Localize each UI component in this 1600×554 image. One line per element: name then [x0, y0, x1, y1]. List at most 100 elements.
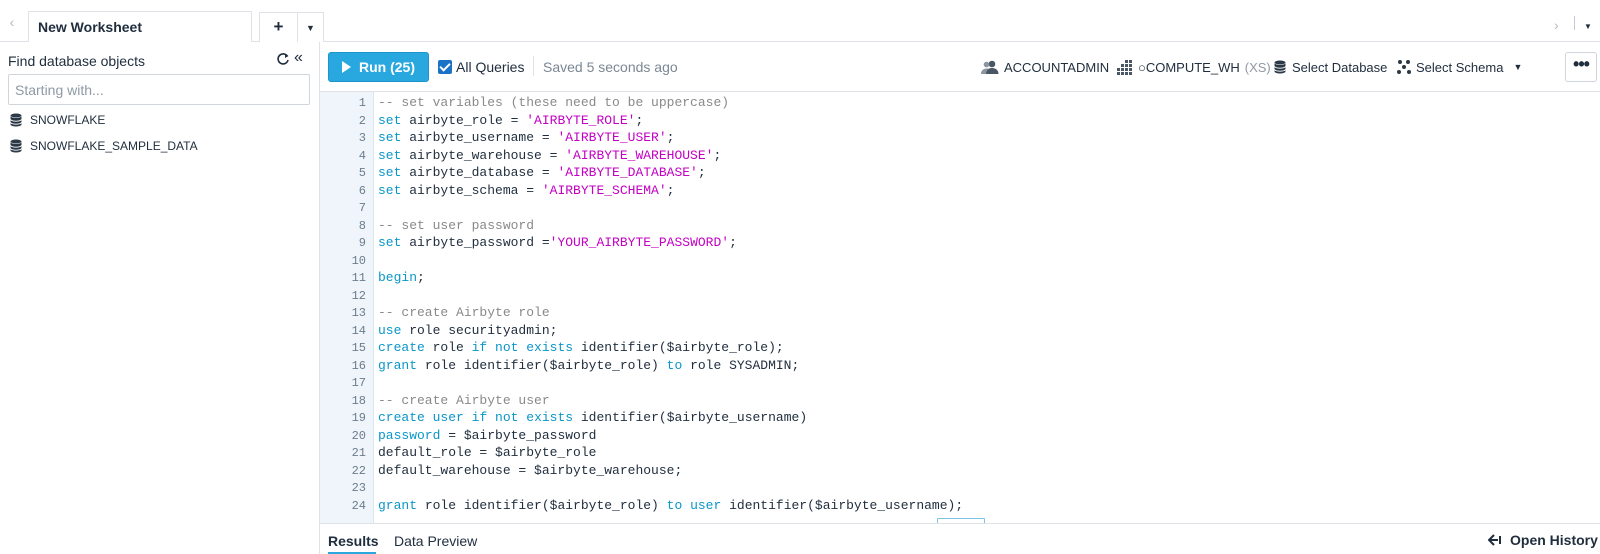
line-number: 11	[351, 271, 366, 285]
line-number: 14	[351, 323, 366, 338]
collapse-sidebar-icon[interactable]: «	[294, 49, 303, 66]
sql-keyword: grant	[378, 357, 418, 373]
sql-token: airbyte_role =	[401, 112, 527, 128]
code-text: set airbyte_database = 'AIRBYTE_DATABASE…	[378, 164, 706, 182]
sql-keyword: set	[378, 235, 402, 250]
tab-data-preview[interactable]: Data Preview	[394, 533, 478, 549]
sql-editor[interactable]: 1-- set variables (these need to be uppe…	[320, 92, 1600, 523]
sidebar-database-snowflake[interactable]: SNOWFLAKE	[8, 110, 105, 130]
warehouse-selector[interactable]: ○COMPUTE_WH (XS)	[1116, 59, 1271, 75]
sql-comment: -- create Airbyte role	[378, 305, 550, 320]
sql-token: role identifier($airbyte_role)	[417, 497, 667, 513]
sql-token: identifier($airbyte_username);	[721, 497, 964, 513]
code-line: 13 -- create Airbyte role	[320, 304, 1600, 322]
chevron-left-icon[interactable]: ‹	[9, 14, 15, 30]
sql-string: 'AIRBYTE_DATABASE'	[557, 165, 698, 180]
line-number: 6	[358, 183, 366, 198]
sql-token: default_warehouse = $airbyte_warehouse;	[378, 462, 683, 478]
sql-keyword: create	[378, 410, 425, 425]
all-queries-checkbox[interactable]	[438, 60, 452, 74]
sql-token: ;	[729, 235, 737, 250]
saved-status: Saved 5 seconds ago	[543, 59, 678, 75]
sql-token: ;	[713, 147, 722, 163]
run-button[interactable]: Run (25)	[328, 52, 429, 82]
line-number: 15	[351, 341, 366, 355]
warehouse-label: ○COMPUTE_WH	[1138, 59, 1240, 75]
line-number: 21	[351, 446, 366, 460]
more-options-button[interactable]: •••	[1565, 52, 1597, 82]
find-objects-input[interactable]	[8, 74, 310, 105]
line-number: 5	[358, 166, 366, 180]
toolbar-divider	[533, 56, 534, 76]
tab-results[interactable]: Results	[328, 533, 379, 549]
worksheet-toolbar: Run (25) All Queries Saved 5 seconds ago…	[320, 42, 1600, 92]
code-text: set airbyte_schema = 'AIRBYTE_SCHEMA';	[378, 182, 674, 200]
sql-token	[425, 410, 433, 425]
sql-string: 'AIRBYTE_USER'	[557, 130, 667, 145]
sql-keyword: use	[378, 322, 402, 338]
role-label: ACCOUNTADMIN	[1004, 59, 1110, 75]
sql-token: airbyte_schema =	[401, 182, 542, 198]
tab-new-worksheet[interactable]: New Worksheet	[28, 11, 252, 42]
add-worksheet-button[interactable]: +	[259, 12, 297, 42]
line-number-gutter	[320, 92, 374, 523]
code-text: use role securityadmin;	[378, 322, 557, 340]
autocomplete-hint	[937, 518, 985, 523]
sidebar-title: Find database objects	[8, 53, 145, 69]
sql-keyword: if not exists	[471, 340, 574, 355]
sql-comment: -- set user password	[378, 217, 535, 233]
database-selector[interactable]: Select Database	[1272, 59, 1387, 75]
code-text: default_warehouse = $airbyte_warehouse;	[378, 462, 682, 480]
sql-keyword: begin	[378, 270, 418, 285]
run-button-label: Run (25)	[359, 59, 415, 75]
open-history-button[interactable]: Open History	[1488, 532, 1598, 548]
warehouse-grid-icon	[1117, 60, 1132, 75]
sql-keyword: grant	[378, 497, 418, 513]
role-selector[interactable]: ACCOUNTADMIN	[980, 59, 1109, 75]
sidebar-database-label: SNOWFLAKE_SAMPLE_DATA	[30, 139, 198, 153]
code-line: 14 use role securityadmin;	[320, 322, 1600, 340]
sidebar-database-snowflake-sample-data[interactable]: SNOWFLAKE_SAMPLE_DATA	[8, 136, 198, 156]
all-queries-toggle[interactable]: All Queries	[438, 59, 524, 75]
line-number: 1	[358, 96, 366, 110]
code-line: 1-- set variables (these need to be uppe…	[320, 94, 1600, 112]
sql-token: identifier($airbyte_role);	[573, 340, 784, 355]
worksheet-menu-dropdown[interactable]: ▼	[297, 12, 324, 42]
code-text: -- set user password	[378, 217, 534, 235]
code-text: grant role identifier($airbyte_role) to …	[378, 497, 963, 515]
database-icon	[1274, 60, 1286, 74]
line-number: 20	[351, 428, 366, 443]
sidebar-database-label: SNOWFLAKE	[30, 113, 106, 127]
schema-selector[interactable]: Select Schema ▼	[1396, 59, 1522, 75]
line-number: 13	[351, 306, 366, 320]
sql-keyword: set	[378, 112, 402, 128]
chevron-right-icon[interactable]: ›	[1554, 17, 1559, 33]
results-panel-header: Results Data Preview Open History	[320, 523, 1600, 554]
line-number: 2	[358, 113, 366, 128]
sql-token: ;	[635, 112, 644, 128]
code-line: 7	[320, 199, 1600, 217]
active-tab-indicator	[328, 552, 376, 554]
tab-label: New Worksheet	[38, 19, 142, 35]
line-number: 8	[358, 218, 366, 233]
database-icon	[10, 113, 22, 127]
code-line: 5 set airbyte_database = 'AIRBYTE_DATABAS…	[320, 164, 1600, 182]
refresh-icon[interactable]	[275, 51, 291, 67]
chevron-down-icon[interactable]: ▼	[1584, 22, 1592, 31]
code-line: 6 set airbyte_schema = 'AIRBYTE_SCHEMA';	[320, 182, 1600, 200]
sql-token: role SYSADMIN;	[682, 357, 800, 373]
sql-keyword: set	[378, 165, 402, 180]
line-number: 17	[351, 376, 366, 390]
sql-token: role securityadmin;	[401, 322, 558, 338]
sql-string: 'AIRBYTE_WAREHOUSE'	[565, 147, 714, 163]
sql-keyword: set	[378, 130, 402, 145]
open-history-label: Open History	[1510, 532, 1598, 548]
sql-token: default_role = $airbyte_role	[378, 445, 597, 460]
sql-token: ;	[666, 130, 675, 145]
code-text: set airbyte_username = 'AIRBYTE_USER';	[378, 129, 674, 147]
